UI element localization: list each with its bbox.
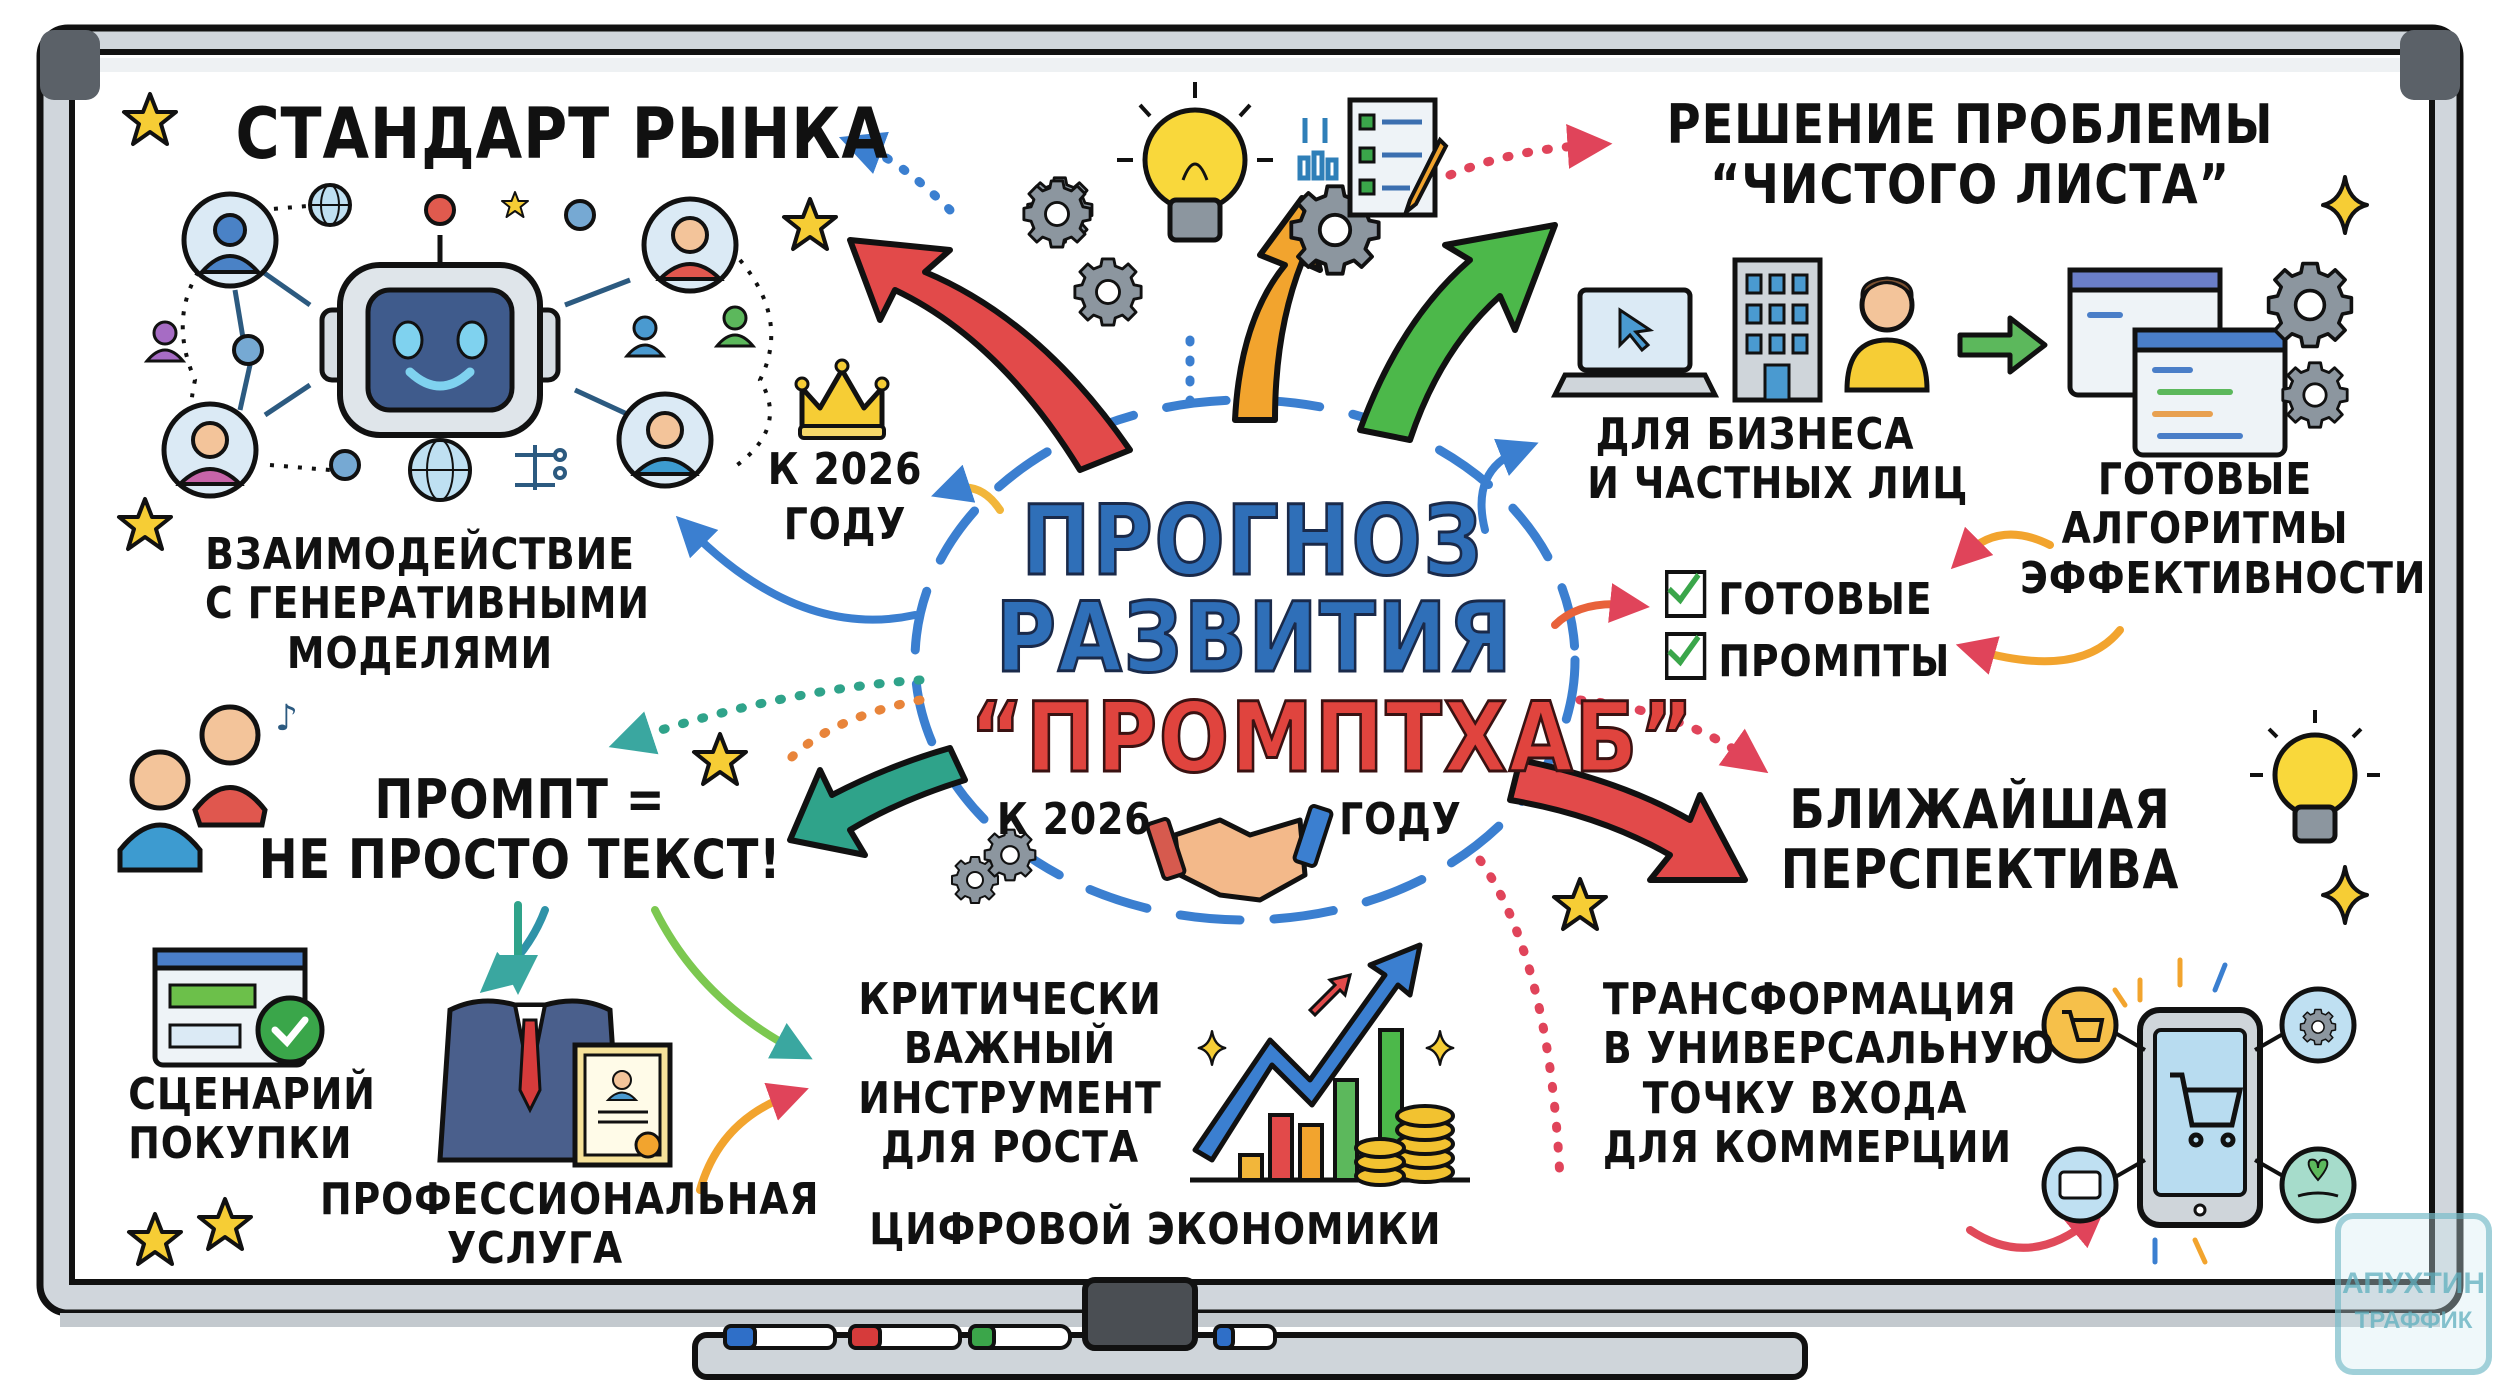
person-small-green [713,305,757,348]
ready-prompts-checklist: ГОТОВЫЕ ПРОМПТЫ [1665,570,1950,687]
scenario-caption: СЦЕНАРИЙ ПОКУПКИ [128,1069,376,1170]
center-title-brand: “ПРОМПТХАБ” [969,682,1696,794]
user-avatar-icon-1 [181,191,279,289]
person-small-blue [623,315,667,358]
globe-icon-1 [308,183,352,227]
certificate-icon [572,1042,673,1168]
center-year-right: ГОДУ [1339,794,1462,845]
growth-chart-icon [1190,942,1470,1183]
person-small-purple [143,320,187,363]
browser-check-icon [152,947,325,1068]
center-title-line2: РАЗВИТИЯ [994,582,1514,694]
cart-icon [2170,1072,2244,1148]
person-icon [1844,276,1930,393]
economy-caption: КРИТИЧЕСКИ ВАЖНЫЙ ИНСТРУМЕНТ ДЛЯ РОСТА [858,974,1162,1173]
center-oval [910,395,1580,925]
flow-icon [515,445,567,490]
handshake-icon [1145,804,1334,903]
cart-badge [2041,986,2119,1064]
service-caption: ПРОФЕССИОНАЛЬНАЯ УСЛУГА [320,1174,820,1275]
checkbox-checked-icon [1665,632,1707,681]
smartphone-icon [2041,957,2357,1265]
code-window-icon [2067,267,2288,458]
green-arrow-icon [1957,315,2048,375]
perspective-desc: ТРАНСФОРМАЦИЯ В УНИВЕРСАЛЬНУЮ ТОЧКУ ВХОД… [1602,974,2056,1173]
checklist-icon [1347,97,1449,218]
gear-icon-e [2281,361,2349,429]
crown-caption-line2: ГОДУ [783,499,907,550]
audience-caption: ДЛЯ БИЗНЕСА И ЧАСТНЫХ ЛИЦ [1587,409,1969,510]
marker-tray [692,1277,1808,1380]
robot-network [143,183,774,502]
gear-icon-d [2266,261,2354,349]
globe-icon-2 [408,438,472,502]
lightbulb-icon [1117,82,1273,243]
prompt-title: ПРОМПТ = НЕ ПРОСТО ТЕКСТ! [258,768,782,892]
sort-chart-icon [1297,118,1339,181]
robot-icon [319,194,561,438]
user-avatar-icon-2 [644,199,736,291]
gear-icon-a [1022,179,1092,249]
user-avatar-icon-4 [616,391,714,489]
algorithms-caption: ГОТОВЫЕ АЛГОРИТМЫ ЭФФЕКТИВНОСТИ [2020,454,2427,604]
market-standard-title: СТАНДАРТ РЫНКА [235,93,889,175]
interaction-subtitle: ВЗАИМОДЕЙСТВИЕ С ГЕНЕРАТИВНЫМИ МОДЕЛЯМИ [205,529,650,679]
economy-caption-last: ЦИФРОВОЙ ЭКОНОМИКИ [869,1204,1442,1255]
gear-icon-b [1073,257,1143,327]
checklist-item-2: ПРОМПТЫ [1665,632,1950,686]
crown-caption-line1: К 2026 [767,444,923,495]
people-talking-icon: ♪ [117,698,298,873]
heart-hand-badge [2279,1146,2357,1224]
crown-icon [794,358,890,440]
watermark-logo: АПУХТИН ТРАФФИК [2335,1213,2492,1375]
center-title-line1: ПРОГНОЗ [1020,485,1484,597]
user-avatar-icon-3 [161,401,259,499]
checkbox-checked-icon [1665,570,1707,618]
svg-text:♪: ♪ [275,698,298,739]
blank-sheet-title: РЕШЕНИЕ ПРОБЛЕМЫ “ЧИСТОГО ЛИСТА” [1666,93,2274,217]
building-icon [1732,257,1823,403]
perspective-title: БЛИЖАЙШАЯ ПЕРСПЕКТИВА [1780,778,2180,902]
laptop-icon [1550,287,1720,398]
center-year-left: К 2026 [996,794,1152,845]
lightbulb-icon-2 [2250,710,2380,844]
coins-icon [1354,1104,1455,1187]
checklist-item-1: ГОТОВЫЕ [1665,570,1950,624]
